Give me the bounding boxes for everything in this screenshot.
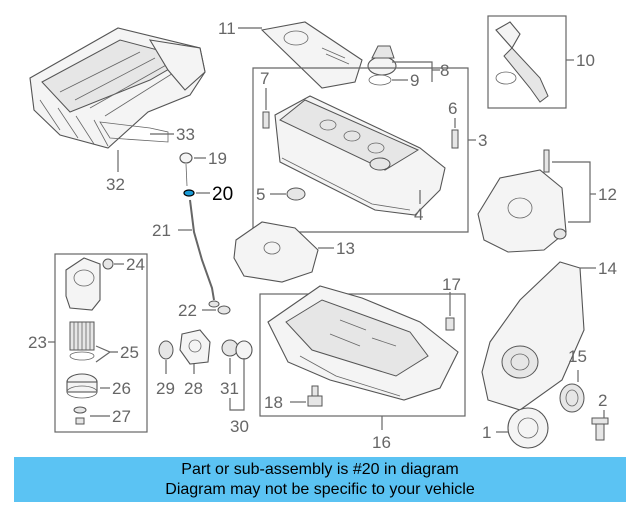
callout-30[interactable]: 30 [230,417,249,436]
seal-31 [221,339,239,357]
callout-28[interactable]: 28 [184,379,203,398]
sensor-28 [179,329,211,365]
callout-11[interactable]: 11 [218,19,236,38]
leader-8 [392,61,433,82]
callout-3[interactable]: 3 [478,131,487,150]
bolt-2 [591,417,609,441]
callout-1[interactable]: 1 [482,423,491,442]
drain-plug-18 [307,385,323,407]
timing-cover-14 [481,261,585,411]
valve-cover-frame [252,67,469,233]
bolt-6 [451,129,459,149]
oil-filter-housing [65,257,101,311]
oil-pan [267,285,459,401]
callout-23[interactable]: 23 [28,333,47,352]
timing-cover-upper [233,221,319,283]
leader-30 [229,358,245,411]
engine-cover [260,21,363,89]
callout-9[interactable]: 9 [410,71,419,90]
seal-29 [158,340,174,360]
oil-pan-box [259,293,466,417]
callout-5[interactable]: 5 [256,185,265,204]
callout-21[interactable]: 21 [152,221,171,240]
oil-filter-box [54,253,148,433]
callout-19[interactable]: 19 [208,149,227,168]
seal-15 [559,383,585,413]
cap-30 [235,340,253,360]
callout-12[interactable]: 12 [598,185,617,204]
callout-18[interactable]: 18 [264,393,283,412]
filter-cap [66,373,98,399]
drain-plug-27 [73,406,87,425]
dipstick-handle [179,152,193,187]
callout-27[interactable]: 27 [112,407,131,426]
seal-22 [217,305,231,315]
callout-31[interactable]: 31 [220,379,239,398]
breather-hose [495,21,549,103]
valve-cover [274,95,446,216]
oil-pump-12 [477,149,567,253]
callout-16[interactable]: 16 [372,433,391,452]
oil-filter-element [69,321,95,361]
callout-26[interactable]: 26 [112,379,131,398]
callout-24[interactable]: 24 [126,255,145,274]
callout-7[interactable]: 7 [260,69,269,88]
callout-20[interactable]: 20 [212,184,233,205]
callout-13[interactable]: 13 [336,239,355,258]
leader-12 [552,161,591,223]
callout-2[interactable]: 2 [598,391,607,410]
sensor-17 [445,317,455,331]
pulley-1 [507,407,549,449]
callout-14[interactable]: 14 [598,259,617,278]
banner-part-line: Part or sub-assembly is #20 in diagram [181,461,459,478]
bolt-7 [262,111,270,129]
banner-disclaimer-line: Diagram may not be specific to your vehi… [165,481,475,498]
callout-15[interactable]: 15 [568,347,587,366]
callout-29[interactable]: 29 [156,379,175,398]
breather-hose-box [487,15,567,109]
seal-24 [102,258,114,270]
callout-4[interactable]: 4 [414,205,423,224]
callout-22[interactable]: 22 [178,301,197,320]
callout-32[interactable]: 32 [106,175,125,194]
info-banner: Part or sub-assembly is #20 in diagram D… [14,457,626,502]
callout-33[interactable]: 33 [176,125,195,144]
callout-17[interactable]: 17 [442,275,461,294]
callout-25[interactable]: 25 [120,343,139,362]
callout-8[interactable]: 8 [440,61,449,80]
o-ring-part-20[interactable] [183,189,195,197]
intake-manifold [29,27,206,149]
callout-10[interactable]: 10 [576,51,595,70]
callout-6[interactable]: 6 [448,99,457,118]
oil-filler-cap [367,45,397,86]
leader-25 [95,345,118,363]
seal-5 [286,187,306,201]
dipstick-tube [189,199,220,308]
